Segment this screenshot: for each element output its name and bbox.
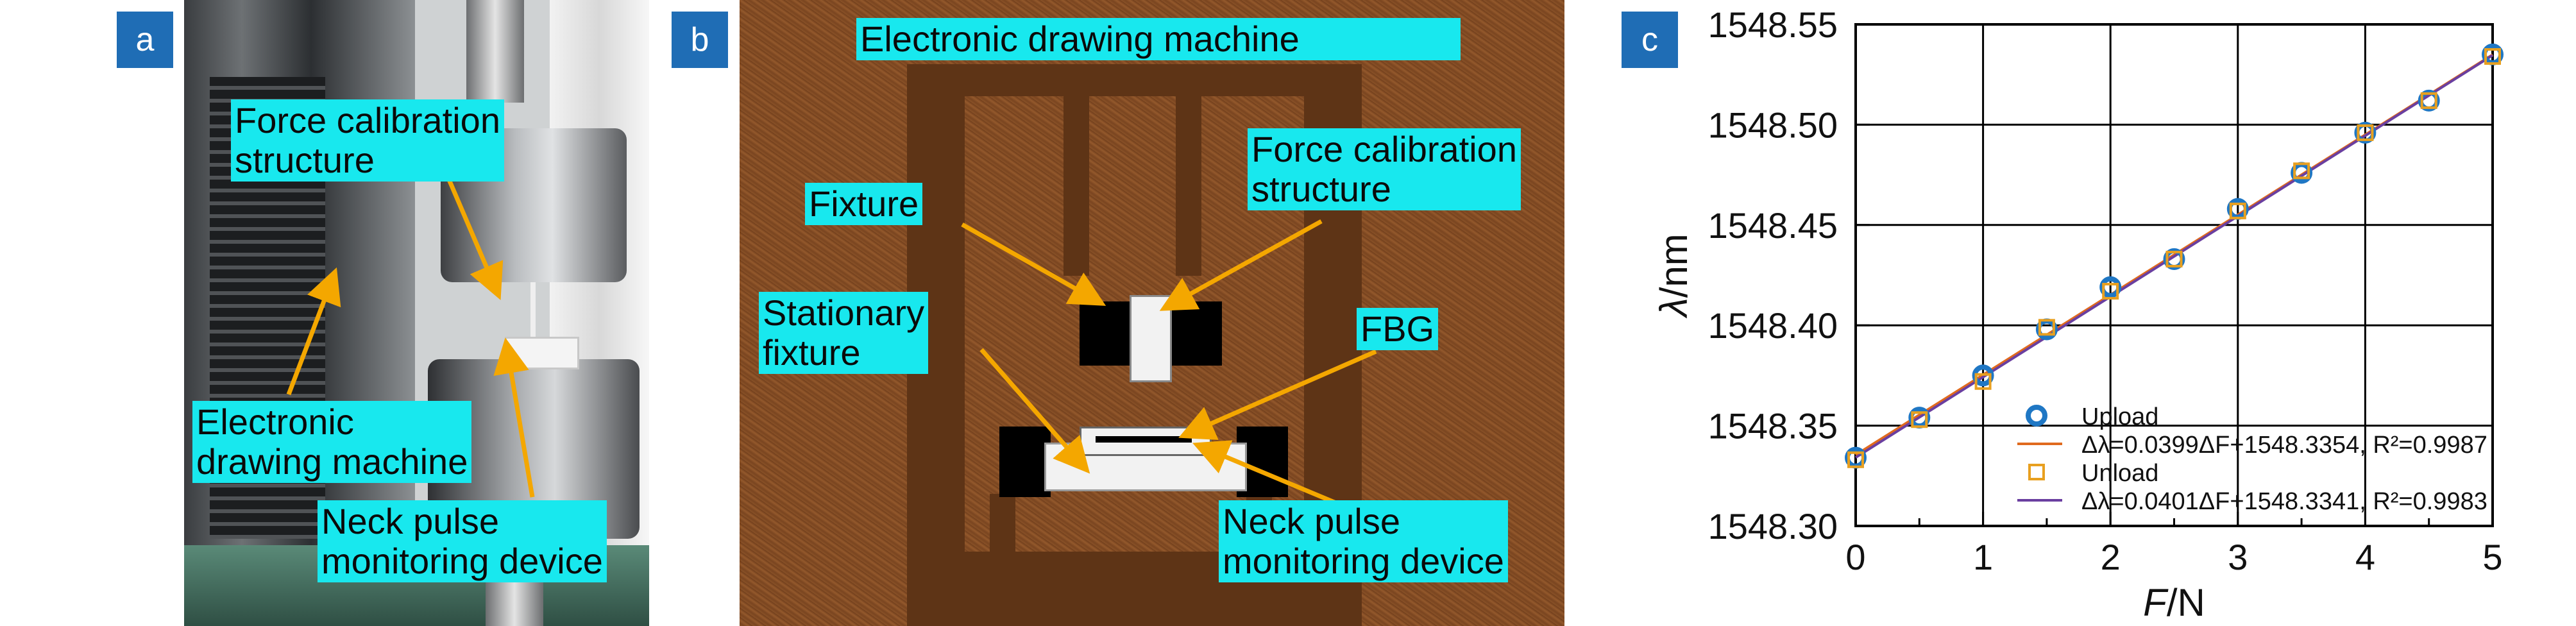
unload-point xyxy=(2102,283,2119,300)
unload-point xyxy=(2357,124,2374,141)
panel-b-tag: b xyxy=(672,12,728,68)
force-calibration-block xyxy=(1130,295,1172,382)
x-tick-label: 0 xyxy=(1845,537,1865,577)
arrow-b-fixture xyxy=(961,222,1106,306)
label-a-force-calibration: Force calibration structure xyxy=(231,99,504,182)
label-b-electronic-machine: Electronic drawing machine xyxy=(856,18,1461,60)
y-tick-label: 1548.45 xyxy=(1708,205,1838,246)
legend-unload-marker xyxy=(2028,464,2045,480)
legend-unload-fit-label: Δλ=0.0401ΔF+1548.3341, R²=0.9983 xyxy=(2081,488,2487,515)
upper-rod xyxy=(466,0,524,103)
panel-a-tag: a xyxy=(117,12,173,68)
unload-point xyxy=(2229,202,2246,219)
y-tick-label: 1548.40 xyxy=(1708,305,1838,346)
x-tick-label: 2 xyxy=(2101,537,2121,577)
label-a-electronic-machine: Electronic drawing machine xyxy=(192,401,472,483)
arrow-a-force-calibration xyxy=(446,178,504,300)
unload-point xyxy=(1974,373,1992,390)
label-a-neck-pulse: Neck pulse monitoring device xyxy=(318,500,607,582)
x-axis-label: F/N xyxy=(2143,581,2205,624)
unload-point xyxy=(2420,92,2437,109)
x-tick-label: 5 xyxy=(2482,537,2502,577)
y-tick-label: 1548.50 xyxy=(1708,105,1838,145)
unload-point xyxy=(2293,162,2310,180)
fiber xyxy=(530,282,536,359)
label-b-fbg: FBG xyxy=(1357,308,1439,350)
frame-rod-right xyxy=(1176,96,1201,276)
fbg-fiber xyxy=(1096,436,1192,443)
y-tick-label: 1548.35 xyxy=(1708,406,1838,446)
y-tick-label: 1548.30 xyxy=(1708,506,1838,546)
frame-lower-rod-left xyxy=(990,494,1015,552)
unload-point xyxy=(1911,411,1928,428)
x-tick-label: 4 xyxy=(2355,537,2375,577)
legend-upload-label: Upload xyxy=(2081,403,2158,430)
arrow-b-fbg xyxy=(1178,349,1377,440)
label-b-fixture: Fixture xyxy=(805,183,923,225)
label-b-stationary-fixture: Stationary fixture xyxy=(759,292,929,374)
x-tick-label: 1 xyxy=(1973,537,1993,577)
unload-point xyxy=(2038,319,2055,336)
frame-rod-left xyxy=(1063,96,1089,276)
panel-c-tag: c xyxy=(1622,12,1678,68)
arrow-b-stationary-fixture xyxy=(979,348,1090,474)
arrow-a-neck-pulse xyxy=(493,337,535,498)
y-axis-label: λ/nm xyxy=(1652,233,1695,319)
fit-line-unload xyxy=(1854,54,2494,459)
legend-unload-label: Unload xyxy=(2081,460,2158,487)
unload-point xyxy=(2484,48,2501,65)
y-tick-label: 1548.55 xyxy=(1708,4,1838,45)
unload-point xyxy=(2165,250,2183,267)
frame-top-bar xyxy=(907,64,1362,96)
legend-upload-marker xyxy=(2026,405,2047,427)
label-b-neck-pulse: Neck pulse monitoring device xyxy=(1219,500,1508,582)
legend-upload-fit-label: Δλ=0.0399ΔF+1548.3354, R²=0.9987 xyxy=(2081,432,2487,459)
arrow-b-force-calibration xyxy=(1159,219,1323,311)
stationary-fixture-left-jaw xyxy=(999,427,1051,497)
unload-point xyxy=(1847,451,1864,468)
arrow-a-electronic-machine xyxy=(286,267,341,396)
label-b-force-calibration: Force calibration structure xyxy=(1248,128,1521,210)
x-tick-label: 3 xyxy=(2228,537,2248,577)
